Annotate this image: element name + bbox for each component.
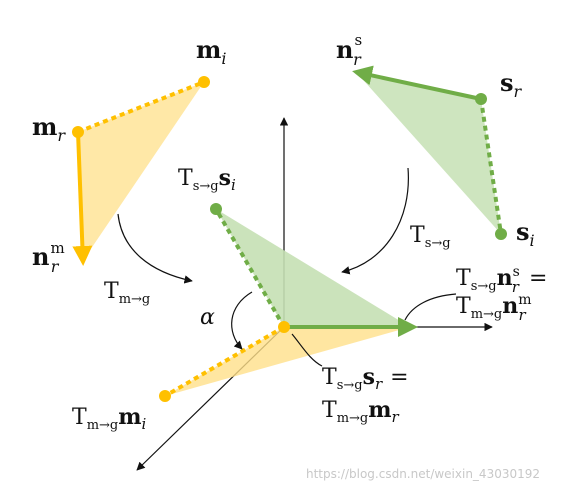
scene-triangle-fill — [356, 72, 501, 234]
curve-arrow-s-to-g — [341, 167, 409, 275]
eq-points-line1: Ts→gsr= — [322, 364, 409, 393]
model-dotted-edge — [77, 80, 205, 134]
point-m-r — [72, 126, 84, 138]
label-alpha: α — [200, 305, 215, 330]
model-triangle-group — [72, 76, 210, 266]
curve-arrow-m-to-g — [117, 213, 193, 284]
point-s-i — [495, 228, 507, 240]
point-m-i — [198, 76, 210, 88]
leader-normals — [404, 293, 457, 321]
label-s-i: si — [516, 217, 535, 250]
label-s-r: sr — [500, 68, 523, 101]
transformed-scene-dotted-edge — [214, 208, 286, 328]
point-T-m-i — [159, 390, 171, 402]
scene-dotted-edge — [479, 98, 503, 235]
model-triangle-fill — [78, 82, 204, 262]
transform-arrows — [117, 167, 457, 367]
transformed-model-dotted-edge — [163, 325, 286, 398]
label-T-m-g-m-i: Tm→gmi — [72, 404, 147, 433]
point-s-r — [475, 93, 487, 105]
label-m-r: mr — [32, 112, 66, 145]
alpha-arc-arrow — [231, 291, 253, 350]
model-normal-arrow — [72, 131, 93, 266]
point-T-s-i — [210, 203, 222, 215]
scene-normal-arrow — [352, 65, 482, 101]
label-m-i: mi — [196, 35, 227, 68]
watermark: https://blog.csdn.net/weixin_43030192 — [306, 467, 540, 481]
point-origin — [278, 321, 290, 333]
transformed-triangles — [159, 203, 418, 402]
transformed-scene-fill — [216, 209, 410, 327]
leader-points — [291, 333, 323, 367]
label-T-m-g: Tm→g — [104, 279, 150, 307]
transformed-model-fill — [165, 327, 410, 396]
label-T-s-g: Ts→g — [410, 223, 451, 251]
label-T-s-g-s-i: Ts→gsi — [178, 165, 236, 194]
scene-triangle-group — [352, 65, 507, 240]
eq-points-line2: Tm→gmr — [322, 397, 400, 426]
